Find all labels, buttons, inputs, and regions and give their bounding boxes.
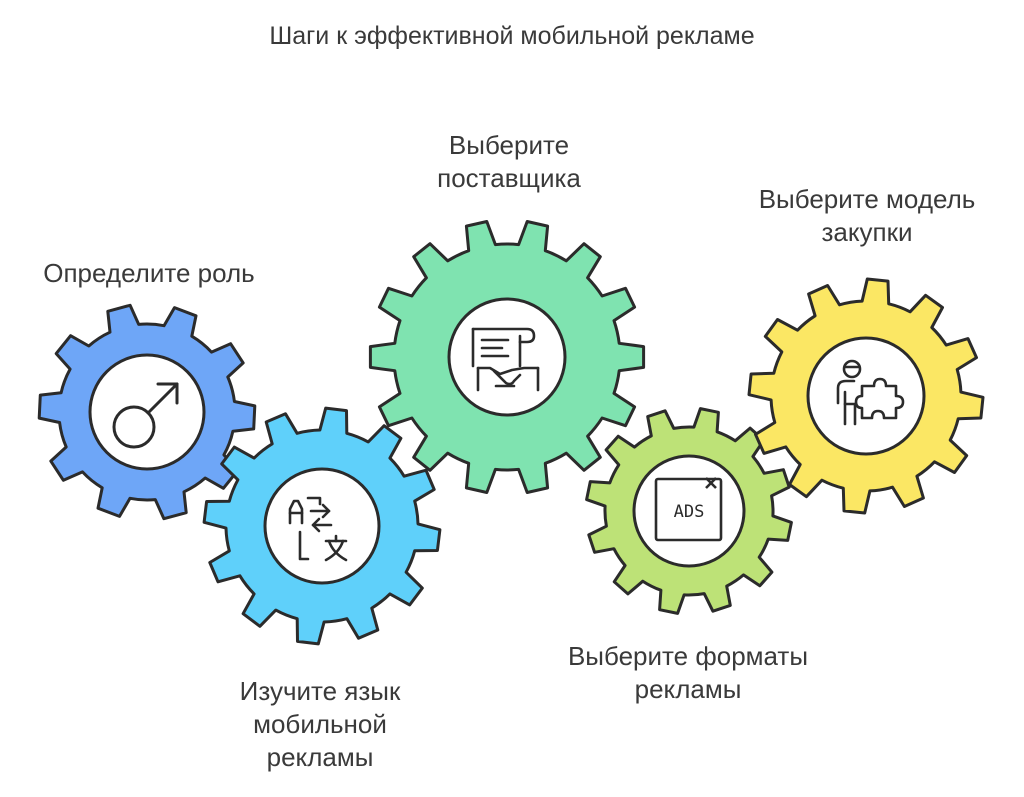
gear-language <box>202 406 442 646</box>
ads-window-icon: ADS <box>654 477 723 542</box>
ads-text: ADS <box>674 502 705 522</box>
label-line: Выберите форматы <box>567 641 809 671</box>
label-line: Выберите модель <box>758 184 976 214</box>
contract-handshake-icon <box>471 327 540 392</box>
diagram-title: Шаги к эффективной мобильной рекламе <box>269 22 755 50</box>
label-language: Изучите язык мобильной рекламы <box>200 675 440 774</box>
gear-model-hub <box>806 336 926 456</box>
label-line: закупки <box>821 217 913 247</box>
label-line: мобильной <box>253 709 387 739</box>
ads-window-frame <box>654 477 723 542</box>
translate-icon <box>288 496 348 562</box>
label-formats: Выберите форматы рекламы <box>528 640 848 706</box>
gear-role <box>37 303 257 521</box>
label-line: рекламы <box>266 742 374 772</box>
male-symbol-icon <box>112 382 179 449</box>
label-model: Выберите модель закупки <box>722 183 1012 249</box>
label-line: рекламы <box>634 674 742 704</box>
gear-model <box>747 277 985 515</box>
label-line: поставщика <box>437 163 581 193</box>
gear-formats: ADS <box>585 407 793 615</box>
label-vendor: Выберите поставщика <box>384 129 634 195</box>
label-role: Определите роль <box>14 257 284 290</box>
gear-vendor <box>368 220 646 494</box>
person-puzzle-icon <box>836 359 905 426</box>
gear-formats-hub <box>632 454 746 568</box>
label-line: Определите роль <box>43 258 255 288</box>
label-line: Выберите <box>448 130 570 160</box>
label-line: Изучите язык <box>239 676 401 706</box>
